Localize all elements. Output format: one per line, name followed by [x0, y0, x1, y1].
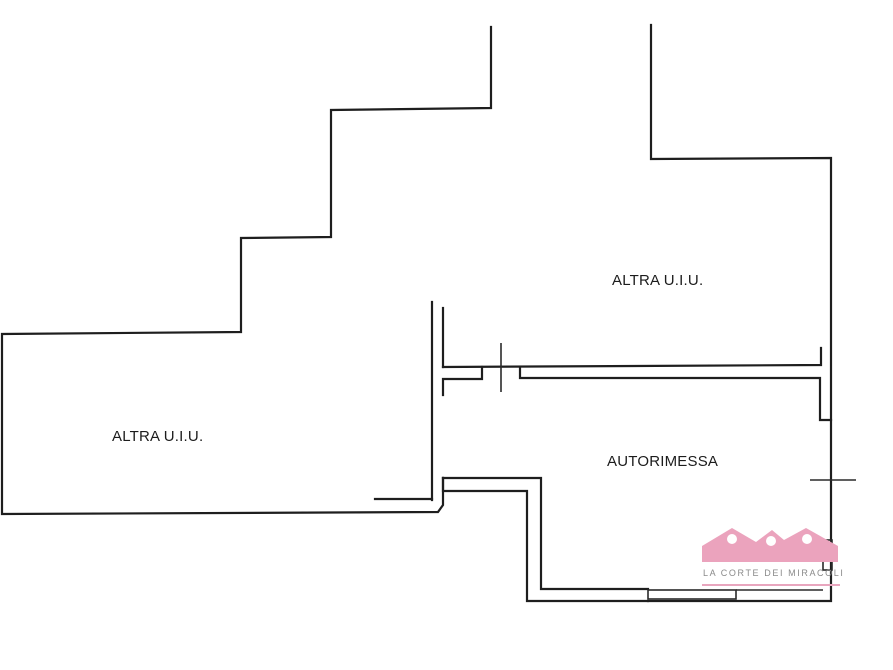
- corridor-wall-bottom-right: [518, 365, 833, 422]
- three-houses-logo-icon: [702, 528, 838, 562]
- corridor-wall-bottom-left: [441, 365, 484, 397]
- garage-door: [647, 589, 737, 600]
- room-label-altra-uiu-left: ALTRA U.I.U.: [112, 428, 204, 445]
- garage-wall-inner: [441, 476, 650, 603]
- garage-wall-outer: [441, 476, 650, 591]
- watermark-text: LA CORTE DEI MIRACOLI: [703, 568, 845, 578]
- corridor-wall-top: [441, 346, 823, 369]
- room-label-altra-uiu-top: ALTRA U.I.U.: [612, 272, 704, 289]
- watermark-underline: [702, 584, 840, 586]
- stepped-outer-wall: [0, 25, 493, 516]
- right-outer-wall: [646, 23, 833, 603]
- room-label-autorimessa: AUTORIMESSA: [607, 453, 719, 470]
